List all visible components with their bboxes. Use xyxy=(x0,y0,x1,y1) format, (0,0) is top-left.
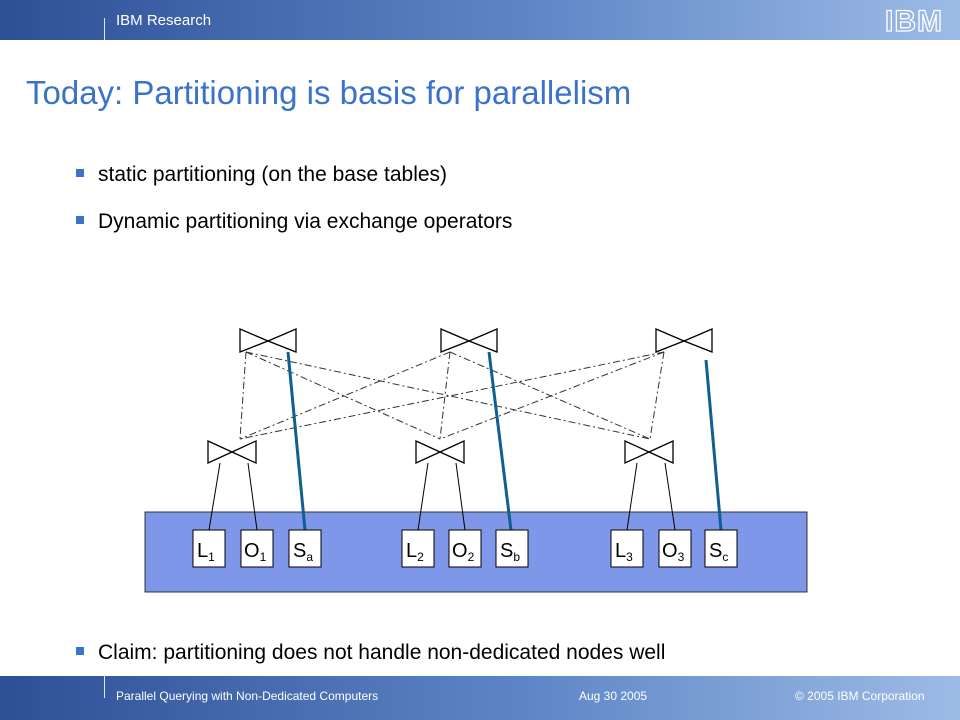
bullet-square-icon xyxy=(76,216,84,224)
table-label-o1: O1 xyxy=(244,540,267,564)
join-operator-icon xyxy=(624,439,674,465)
footer-bar: Parallel Querying with Non-Dedicated Com… xyxy=(0,676,960,720)
table-box-sb xyxy=(495,529,529,568)
table-label-sb: Sb xyxy=(500,540,520,564)
join-operators-top xyxy=(239,328,713,353)
bullet-text: Dynamic partitioning via exchange operat… xyxy=(98,210,513,233)
table-box-o3 xyxy=(658,529,692,568)
table-label-o2: O2 xyxy=(452,540,475,564)
table-box-o2 xyxy=(448,529,482,568)
footer-presentation-title: Parallel Querying with Non-Dedicated Com… xyxy=(116,689,379,703)
bullet-square-icon xyxy=(76,647,84,655)
footer-divider xyxy=(104,676,105,698)
table-label-l2: L2 xyxy=(406,540,424,564)
table-label-sa: Sa xyxy=(293,540,313,564)
table-label-l3: L3 xyxy=(615,540,633,564)
join-operators-bottom xyxy=(207,439,674,465)
supplier-scan-edges xyxy=(286,351,723,531)
ibm-logo: IBM xyxy=(884,4,943,38)
ibm-logo-text: IBM xyxy=(885,5,943,38)
join-operator-icon xyxy=(415,439,465,465)
footer-copyright: © 2005 IBM Corporation xyxy=(795,689,925,703)
table-box-o1 xyxy=(240,529,274,568)
table-box-sa xyxy=(288,529,322,568)
table-box-l2 xyxy=(401,529,435,568)
table-box-l3 xyxy=(610,529,644,568)
table-label-o3: O3 xyxy=(662,540,685,564)
claim-bullet: Claim: partitioning does not handle non-… xyxy=(76,641,666,665)
bullet-square-icon xyxy=(76,169,84,177)
bullet-text: static partitioning (on the base tables) xyxy=(98,163,448,186)
header-bar: IBM Research IBM xyxy=(0,0,960,40)
table-label-l1: L1 xyxy=(197,540,215,564)
join-operator-icon xyxy=(440,328,498,353)
bullet-item: Dynamic partitioning via exchange operat… xyxy=(76,210,513,234)
table-label-sc: Sc xyxy=(709,540,728,564)
join-operator-icon xyxy=(207,439,257,465)
exchange-edges xyxy=(239,351,665,440)
claim-text: Claim: partitioning does not handle non-… xyxy=(98,641,666,664)
table-box-sc xyxy=(704,529,738,568)
table-box-l1 xyxy=(192,529,226,568)
bullet-item: static partitioning (on the base tables) xyxy=(76,163,448,187)
table-boxes xyxy=(192,529,738,568)
footer-date: Aug 30 2005 xyxy=(579,689,648,703)
header-org-label: IBM Research xyxy=(116,12,212,29)
header-divider xyxy=(104,18,105,40)
join-operator-icon xyxy=(655,328,713,353)
slide-title: Today: Partitioning is basis for paralle… xyxy=(26,74,632,111)
join-input-edges xyxy=(208,462,676,531)
join-operator-icon xyxy=(239,328,297,353)
